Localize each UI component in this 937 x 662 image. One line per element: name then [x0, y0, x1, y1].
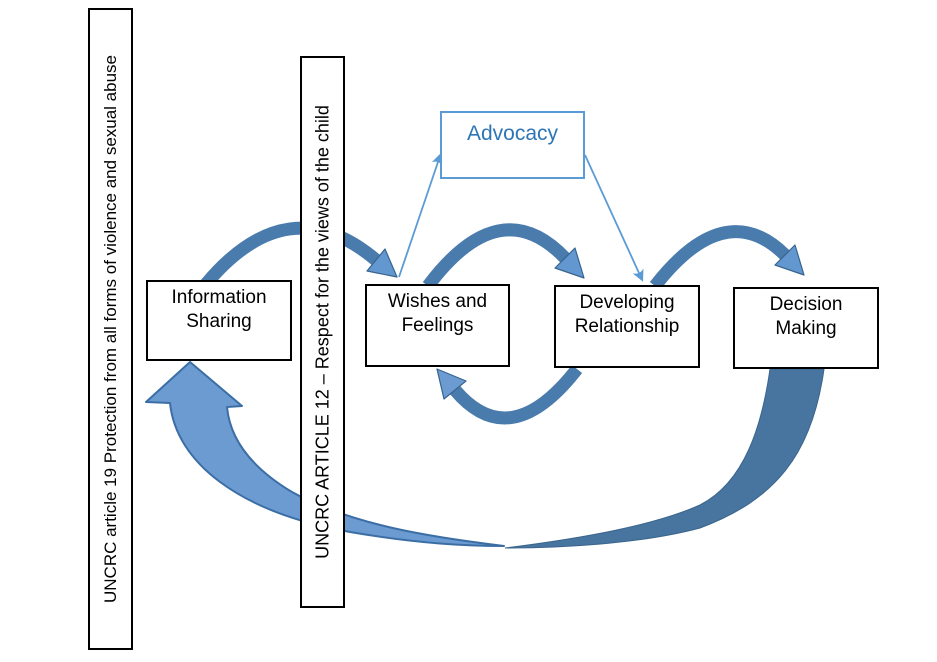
arrow-wishes-to-advocacy: [398, 152, 443, 278]
arrow-decision-to-information: [145, 361, 825, 549]
sweep-tail: [504, 368, 825, 549]
node-wishes-and-feelings: Wishes and Feelings: [365, 284, 510, 367]
arrow-developing-to-decision: [649, 225, 805, 290]
node-information-sharing-label: Information Sharing: [171, 287, 267, 333]
uncrc-article-19-label: UNCRC article 19 Protection from all for…: [100, 54, 120, 604]
node-wishes-and-feelings-label: Wishes and Feelings: [387, 291, 488, 337]
arrow-advocacy-to-developing: [584, 154, 644, 282]
node-developing-relationship-label: Developing Relationship: [574, 292, 680, 338]
uncrc-article-19-box: UNCRC article 19 Protection from all for…: [88, 8, 133, 650]
uncrc-article-12-box: UNCRC ARTICLE 12 – Respect for the views…: [300, 56, 345, 608]
node-developing-relationship: Developing Relationship: [554, 285, 700, 368]
node-information-sharing: Information Sharing: [146, 280, 292, 361]
uncrc-article-12-label: UNCRC ARTICLE 12 – Respect for the views…: [312, 105, 332, 559]
arrow-developing-to-wishes-loop: [436, 365, 583, 425]
node-decision-making: Decision Making: [733, 287, 879, 369]
node-advocacy: Advocacy: [440, 111, 585, 179]
arrow-wishes-to-developing: [422, 223, 585, 290]
arrow-information-to-wishes: [201, 221, 398, 289]
node-advocacy-label: Advocacy: [466, 122, 559, 145]
node-decision-making-label: Decision Making: [769, 294, 843, 340]
